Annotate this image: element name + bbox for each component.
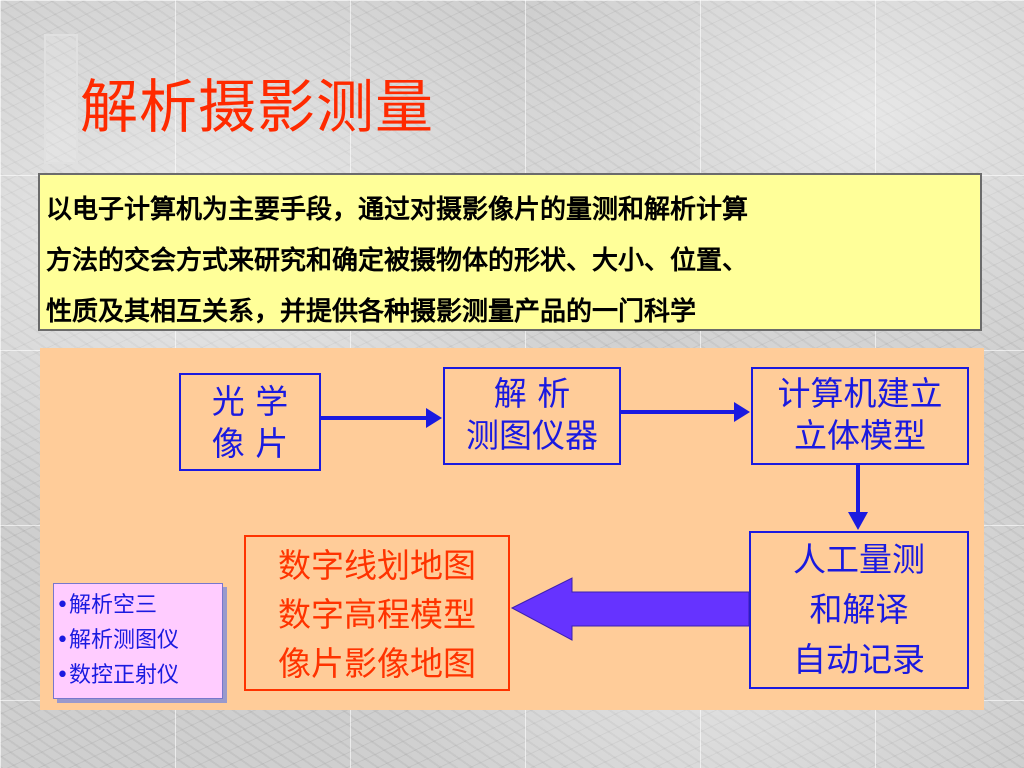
- definition-line: 方法的交会方式来研究和确定被摄物体的形状、大小、位置、: [46, 246, 749, 276]
- analytical-plotter-line1: 解 析: [445, 373, 619, 415]
- list-item: •数控正射仪: [56, 663, 179, 688]
- products-box: 数字线划地图 数字高程模型 像片影像地图: [244, 535, 510, 691]
- manual-measure-box: 人工量测 和解译 自动记录: [749, 531, 969, 689]
- analytical-plotter-line2: 测图仪器: [466, 416, 598, 455]
- optical-photo-char: 像: [211, 424, 245, 463]
- title-accent-bar: [44, 34, 78, 164]
- optical-photo-char: 片: [255, 424, 289, 463]
- computer-model-line1: 计算机建立: [777, 374, 943, 413]
- list-item: •解析测图仪: [56, 628, 179, 653]
- definition-line: 以电子计算机为主要手段，通过对摄影像片的量测和解析计算: [46, 195, 749, 225]
- products-line2: 数字高程模型: [278, 595, 476, 634]
- optical-photo-line2: 像 片: [181, 423, 319, 465]
- optical-photo-line1: 光 学: [181, 381, 319, 423]
- manual-measure-line3: 自动记录: [793, 640, 925, 679]
- products-line3: 像片影像地图: [278, 644, 476, 683]
- computer-model-box: 计算机建立 立体模型: [751, 367, 969, 465]
- list-item: •解析空三: [56, 593, 157, 618]
- analytical-plotter-box: 解 析 测图仪器: [443, 367, 621, 465]
- page-title: 解析摄影测量: [80, 73, 435, 141]
- products-line1: 数字线划地图: [278, 546, 476, 585]
- optical-photo-box: 光 学 像 片: [179, 373, 321, 471]
- definition-box: 以电子计算机为主要手段，通过对摄影像片的量测和解析计算 方法的交会方式来研究和确…: [38, 173, 982, 331]
- optical-photo-char: 光: [211, 382, 245, 421]
- definition-line: 性质及其相互关系，并提供各种摄影测量产品的一门科学: [46, 297, 697, 327]
- instruments-list: •解析空三 •解析测图仪 •数控正射仪: [53, 583, 223, 699]
- manual-measure-line1: 人工量测: [793, 540, 925, 579]
- manual-measure-line2: 和解译: [809, 590, 909, 629]
- analytical-plotter-char: 解: [493, 374, 527, 413]
- analytical-plotter-char: 析: [537, 374, 571, 413]
- computer-model-line2: 立体模型: [794, 416, 926, 455]
- optical-photo-char: 学: [255, 382, 289, 421]
